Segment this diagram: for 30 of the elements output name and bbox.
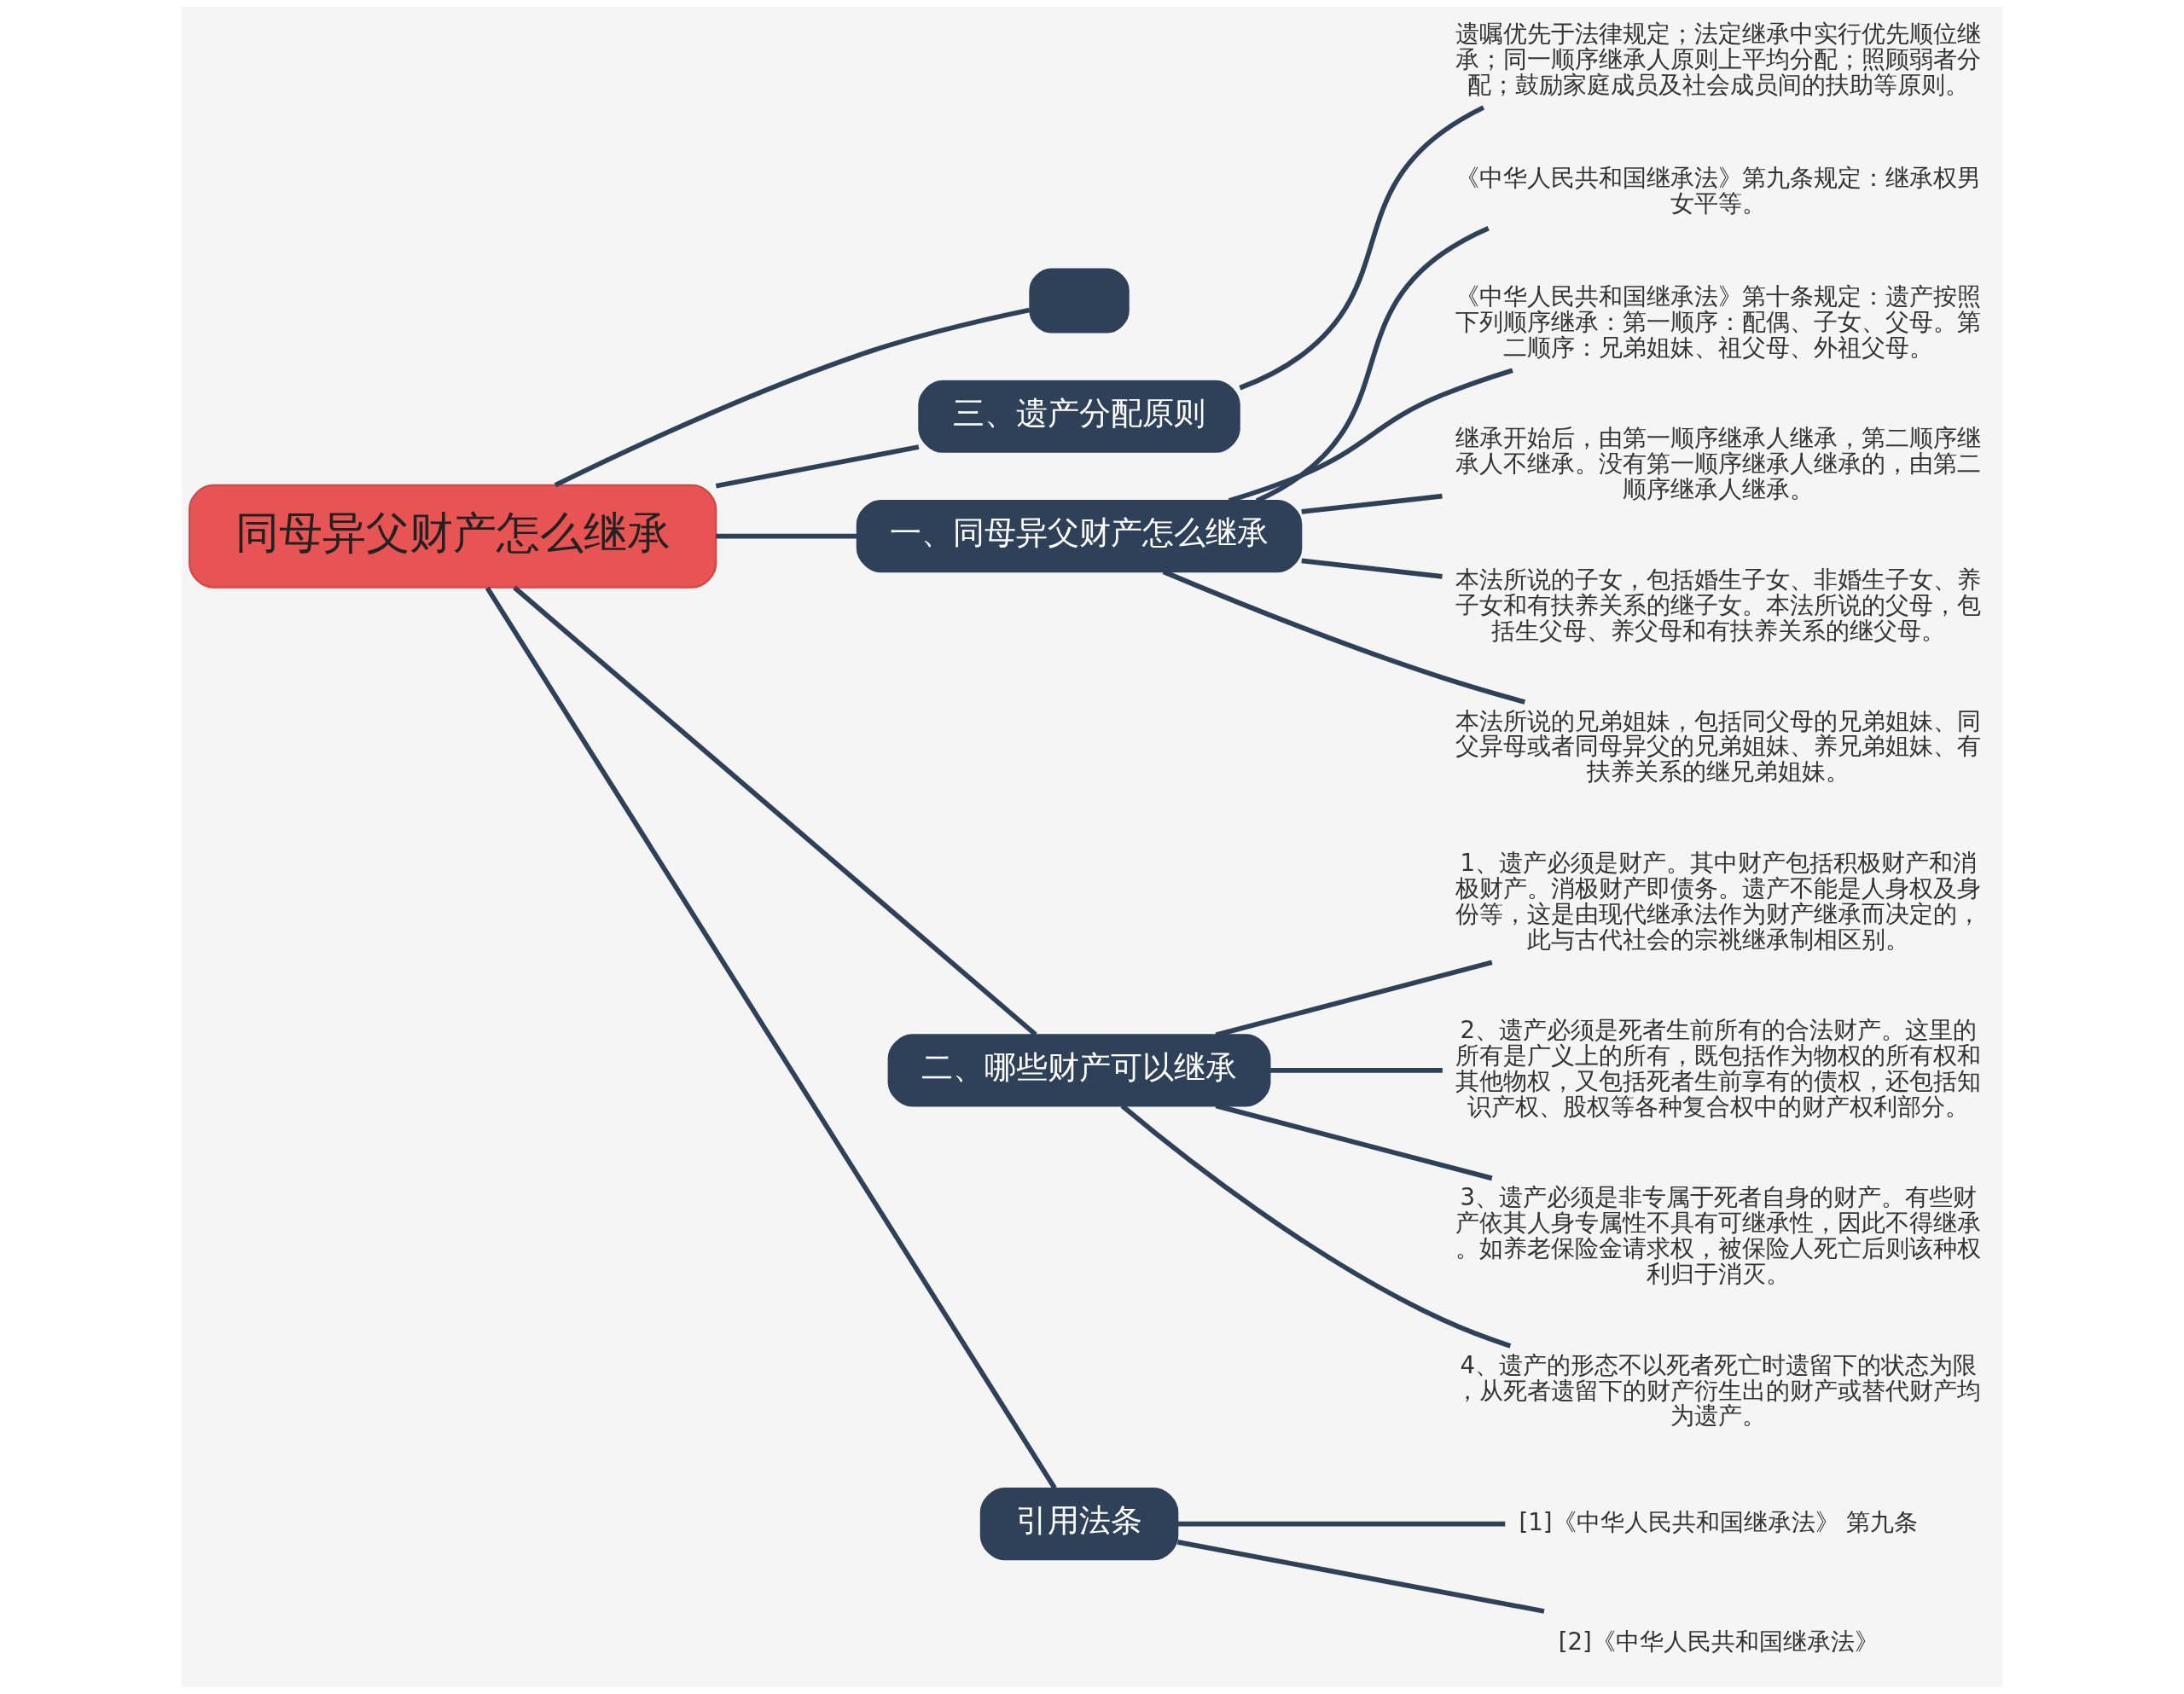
connector [513, 585, 1037, 1037]
node-box: 一、同母异父财产怎么继承 [856, 500, 1303, 573]
node-text: 《中华人民共和国继承法》第十条规定：遗产按照下列顺序继承：第一顺序：配偶、子女、父母。第二顺序：兄弟姐妹、祖父母、外祖父母。 [1455, 282, 1982, 363]
node-text: 《中华人民共和国继承法》第九条规定：继承权男女平等。 [1455, 164, 1982, 218]
node-text: [2]《中华人民共和国继承法》 [1558, 1627, 1879, 1656]
connector [1301, 558, 1443, 579]
connector [554, 307, 1031, 488]
node-text: 本法所说的兄弟姐妹，包括同父母的兄弟姐妹、同父异母或者同母异父的兄弟姐妹、养兄弟姐妹、有扶养关系的继兄弟姐妹。 [1455, 706, 1982, 786]
connector [1176, 1540, 1545, 1614]
node-box [1029, 268, 1130, 334]
node-text: [1]《中华人民共和国继承法》 第九条 [1519, 1507, 1919, 1536]
connector [715, 444, 920, 489]
node-text: 继承开始后，由第一顺序继承人继承，第二顺序继承人不继承。没有第一顺序继承人继承的，由第二顺序继承人继承。 [1455, 424, 1982, 503]
node-text: 遗嘱优先于法律规定；法定继承中实行优先顺位继承；同一顺序继承人原则上平均分配；照顾弱者分配；鼓励家庭成员及社会成员间的扶助等原则。 [1455, 19, 1982, 99]
node-text: 3、遗产必须是非专属于死者自身的财产。有些财产依其人身专属性不具有可继承性，因此不得继承。如养老保险金请求权，被保险人死亡后则该种权利归于消灭。 [1455, 1182, 1982, 1288]
connector [485, 586, 1057, 1490]
connector [1120, 1104, 1512, 1349]
connector [1177, 1521, 1506, 1527]
connector [1239, 105, 1485, 391]
node-box: 同母异父财产怎么继承 [189, 484, 717, 589]
connector [1301, 493, 1443, 514]
node-box: 二、哪些财产可以继承 [887, 1034, 1271, 1107]
node-box: 引用法条 [979, 1488, 1179, 1561]
node-text: 4、遗产的形态不以死者死亡时遗留下的状态为限，从死者遗留下的财产衍生出的财产或替代财产均为遗产。 [1455, 1350, 1982, 1430]
node-text: 1、遗产必须是财产。其中财产包括积极财产和消极财产。消极财产即债务。遗产不能是人身权及身份等，这是由现代继承法作为财产继承而决定的，此与古代社会的宗祧继承制相区别。 [1455, 849, 1982, 954]
connector [1269, 1067, 1443, 1073]
connector [716, 533, 857, 539]
node-box: 三、遗产分配原则 [918, 380, 1240, 453]
node-text: 2、遗产必须是死者生前所有的合法财产。这里的所有是广义上的所有，既包括作为物权的所有权和其他物权，又包括死者生前享有的债权，还包括知识产权、股权等各种复合权中的财产权利部分。 [1455, 1016, 1982, 1121]
node-text: 本法所说的子女，包括婚生子女、非婚生子女、养子女和有扶养关系的继子女。本法所说的父母，包括生父母、养父母和有扶养关系的继父母。 [1455, 565, 1982, 645]
